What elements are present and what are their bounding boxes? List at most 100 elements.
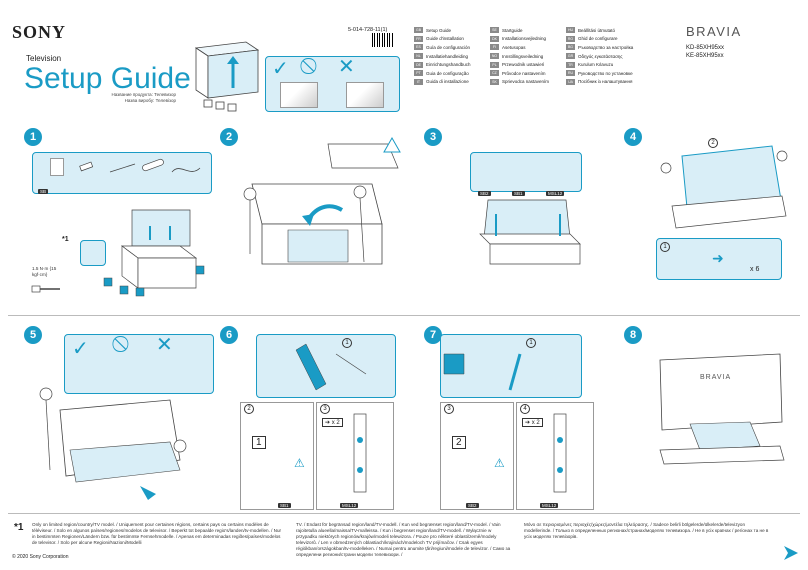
model-list: KD-85XH95xx KE-85XH95xx — [686, 44, 724, 60]
row-divider — [8, 315, 800, 316]
stand-parts-panel — [470, 152, 582, 192]
step-7-sub-1: 1 — [526, 338, 536, 348]
accessories-illustration — [79, 158, 201, 173]
part-tag-sb1: SB1 — [278, 503, 291, 508]
part-tag-msl12: MSL12 — [340, 503, 359, 508]
screen-bad-thumb — [346, 82, 384, 108]
step-5-number: 5 — [24, 326, 42, 344]
step-4-number: 4 — [624, 128, 642, 146]
subtitle-ru: Название продукта: Телевизор — [111, 92, 176, 97]
step-7-panel-number: 2 — [452, 436, 466, 449]
part-tag-msl12: MSL12 — [540, 503, 559, 508]
model-kd: KD-85XH95xx — [686, 45, 725, 51]
step-3-illustration — [479, 199, 581, 265]
step-7-sub-4: 4 — [520, 404, 530, 414]
part-tag-sb: SB — [38, 189, 49, 194]
step-6-top-illustration — [295, 343, 367, 391]
step-7-screw-illustration — [553, 413, 567, 493]
corner-arrow-icon — [784, 546, 798, 560]
page-title: Setup Guide — [24, 62, 191, 95]
screwdriver-icon — [31, 285, 60, 293]
step-2-illustration — [243, 136, 401, 265]
footnote-mark: *1 — [14, 522, 24, 533]
step-7-screw-count: ➔ x 2 — [522, 418, 543, 427]
tv-box-illustration — [194, 41, 260, 112]
check-icon: ✓ — [272, 58, 289, 80]
copyright: © 2020 Sony Corporation — [12, 554, 69, 560]
step-5-handling-panel — [64, 334, 214, 394]
handle-detail — [80, 240, 106, 266]
repeat-count: x 6 — [750, 266, 760, 273]
step-8-number: 8 — [624, 326, 642, 344]
warning-icon: ⚠ — [294, 456, 305, 470]
footer-divider — [8, 513, 800, 514]
step-6-screw-count: ➔ x 2 — [322, 418, 343, 427]
step-4-sub-1: 1 — [660, 242, 670, 252]
step-1-illustration — [103, 209, 205, 297]
check-icon: ✓ — [72, 338, 89, 360]
category-label: Television — [26, 54, 62, 63]
step-7-sub-3: 3 — [444, 404, 454, 414]
step-4-sub-2: 2 — [708, 138, 718, 148]
step-7-top-illustration — [443, 353, 522, 391]
step-3-number: 3 — [424, 128, 442, 146]
barcode — [372, 33, 394, 47]
footnote-col-3: Μόνο σε περιορισμένες περιοχές/χώρες/μον… — [524, 522, 769, 539]
subtitle-ua: Назва виробу: Телевізор — [124, 98, 176, 103]
footnote-col-1: Only on limited region/country/TV model.… — [32, 522, 282, 545]
part-tag-sb1: SB1 — [512, 191, 525, 196]
cross-icon: ✕ — [338, 56, 355, 78]
subtitle-block: Название продукта: Телевизор Назва вироб… — [96, 92, 176, 104]
part-tag-sb2: SB2 — [466, 503, 479, 508]
manual-icon — [50, 158, 64, 176]
step-2-number: 2 — [220, 128, 238, 146]
torque-label: 1.5 N·m {15 kgf·cm} — [32, 266, 57, 277]
cross-icon: ✕ — [156, 334, 173, 356]
part-tag-msl12: MSL12 — [546, 191, 565, 196]
step-7-number: 7 — [424, 326, 442, 344]
step-7-detail-3 — [440, 402, 514, 510]
step-6-screw-illustration — [353, 413, 367, 493]
step-8-illustration — [659, 353, 785, 465]
tv-bravia-logo: BRAVIA — [700, 374, 732, 381]
step-6-top-panel — [256, 334, 396, 398]
footnote-marker: *1 — [62, 236, 69, 243]
step-4-illustration — [660, 145, 788, 229]
step-6-detail-2 — [240, 402, 314, 510]
part-tag-sb2: SB2 — [478, 191, 491, 196]
bravia-logo: BRAVIA — [686, 24, 742, 39]
warning-icon: ⚠ — [494, 456, 505, 470]
model-ke: KE-85XH95xx — [686, 53, 724, 59]
step-1-number: 1 — [24, 128, 42, 146]
step-6-sub-2: 2 — [244, 404, 254, 414]
step-6-sub-1: 1 — [342, 338, 352, 348]
sony-logo: SONY — [12, 22, 67, 42]
step-6-number: 6 — [220, 326, 238, 344]
step-6-panel-number: 1 — [252, 436, 266, 449]
step-6-sub-3: 3 — [320, 404, 330, 414]
arrow-right-icon: ➜ — [712, 250, 724, 266]
